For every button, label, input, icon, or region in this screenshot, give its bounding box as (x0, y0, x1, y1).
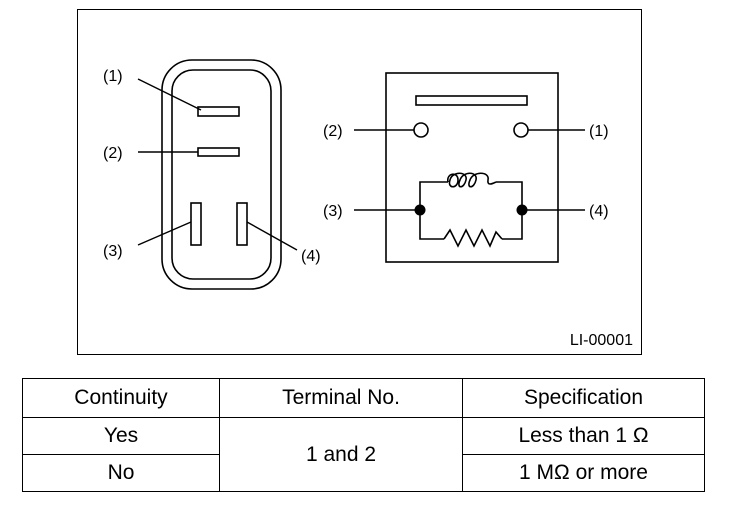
coil-symbol (447, 172, 497, 188)
connector-outer-outline (161, 59, 282, 290)
terminal-3-blade (190, 202, 202, 246)
terminal-1-blade (197, 106, 240, 117)
table-row: No 1 MΩ or more (22, 454, 705, 492)
terminal-1-contact (513, 122, 529, 138)
cell-continuity: No (22, 454, 220, 492)
connector-inner-outline (171, 69, 272, 280)
cell-specification: 1 MΩ or more (462, 454, 705, 492)
terminal-2-contact (413, 122, 429, 138)
terminal-2-blade (197, 147, 240, 157)
connector-label-4: (4) (301, 248, 321, 265)
header-specification: Specification (462, 378, 705, 418)
switch-contact-bar (415, 95, 528, 106)
figure-code: LI-00001 (569, 332, 633, 349)
resistor-symbol (443, 228, 503, 248)
schematic-label-2: (2) (323, 123, 343, 140)
schematic-label-3: (3) (323, 203, 343, 220)
terminal-4-blade (236, 202, 248, 246)
schematic-label-1: (1) (589, 123, 609, 140)
connector-label-2: (2) (103, 145, 123, 162)
schematic-label-4: (4) (589, 203, 609, 220)
cell-terminal: 1 and 2 (219, 417, 463, 492)
cell-continuity: Yes (22, 417, 220, 455)
cell-specification: Less than 1 Ω (462, 417, 705, 455)
coil-circuit-wires (419, 181, 523, 240)
header-terminal-no: Terminal No. (219, 378, 463, 418)
connector-diagram: (1) (2) (3) (4) (2) (1) (3) (4) (103, 59, 609, 290)
diagram-frame: LI-00001 (77, 9, 642, 355)
table-row: Yes 1 and 2 Less than 1 Ω (22, 417, 705, 492)
header-continuity: Continuity (22, 378, 220, 418)
table-header-row: Continuity Terminal No. Specification (22, 378, 705, 418)
schematic-box (385, 72, 559, 263)
continuity-spec-table: Continuity Terminal No. Specification Ye… (22, 378, 705, 492)
connector-label-1: (1) (103, 68, 123, 85)
connector-label-3: (3) (103, 243, 123, 260)
